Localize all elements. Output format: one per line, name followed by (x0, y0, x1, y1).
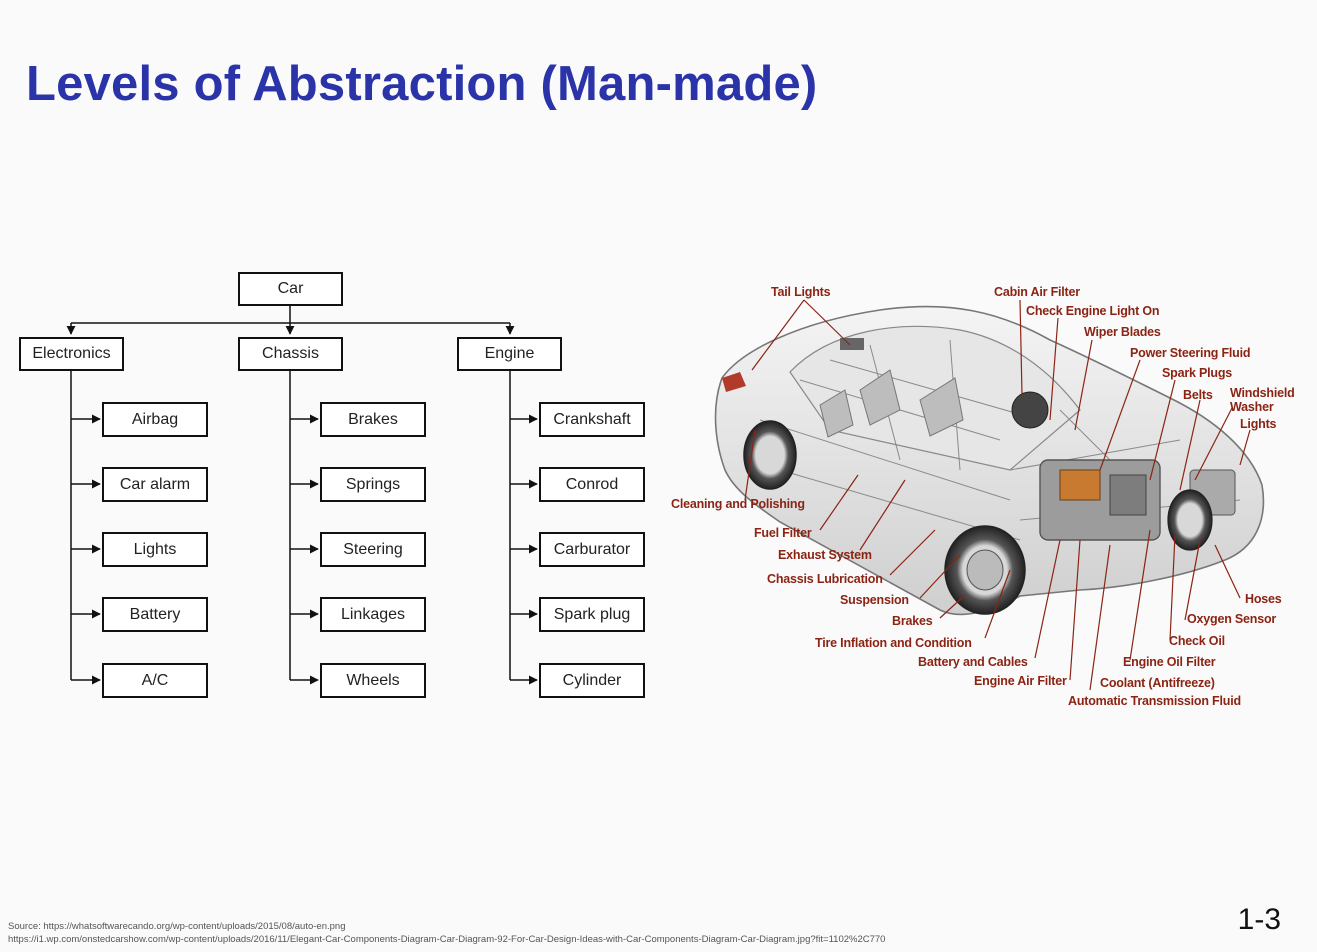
node-battery: Battery (102, 597, 208, 632)
car-label-battery-cables: Battery and Cables (918, 655, 1028, 669)
car-label-chassis-lubrication: Chassis Lubrication (767, 572, 883, 586)
car-label-engine-oil-filter: Engine Oil Filter (1123, 655, 1216, 669)
car-label-tail-lights: Tail Lights (771, 285, 831, 299)
car-label-wiper-blades: Wiper Blades (1084, 325, 1161, 339)
node-steering: Steering (320, 532, 426, 567)
car-label-check-oil: Check Oil (1169, 634, 1225, 648)
node-electronics: Electronics (19, 337, 124, 371)
car-label-exhaust-system: Exhaust System (778, 548, 872, 562)
car-label-check-engine-light: Check Engine Light On (1026, 304, 1160, 318)
car-label-washer: Washer (1230, 400, 1274, 414)
node-springs: Springs (320, 467, 426, 502)
car-label-lights: Lights (1240, 417, 1277, 431)
car-label-transmission-fluid: Automatic Transmission Fluid (1068, 694, 1241, 708)
car-label-belts: Belts (1183, 388, 1213, 402)
car-label-oxygen-sensor: Oxygen Sensor (1187, 612, 1277, 626)
page-number: 1-3 (1237, 903, 1281, 936)
slide-title: Levels of Abstraction (Man-made) (26, 57, 818, 111)
node-brakes: Brakes (320, 402, 426, 437)
node-cylinder: Cylinder (539, 663, 645, 698)
source-citation-2: https://i1.wp.com/onstedcarshow.com/wp-c… (8, 934, 886, 945)
node-carburator: Carburator (539, 532, 645, 567)
node-lights: Lights (102, 532, 208, 567)
car-label-cabin-air-filter: Cabin Air Filter (994, 285, 1080, 299)
node-ac: A/C (102, 663, 208, 698)
node-engine: Engine (457, 337, 562, 371)
car-label-spark-plugs: Spark Plugs (1162, 366, 1233, 380)
node-chassis: Chassis (238, 337, 343, 371)
car-label-engine-air-filter: Engine Air Filter (974, 674, 1067, 688)
node-spark-plug: Spark plug (539, 597, 645, 632)
car-label-power-steering-fluid: Power Steering Fluid (1130, 346, 1251, 360)
car-label-hoses: Hoses (1245, 592, 1282, 606)
node-linkages: Linkages (320, 597, 426, 632)
tree-connectors (66, 305, 538, 685)
node-wheels: Wheels (320, 663, 426, 698)
car-label-windshield: Windshield (1230, 386, 1295, 400)
source-citation: Source: https://whatsoftwarecando.org/wp… (8, 921, 346, 932)
car-label-fuel-filter: Fuel Filter (754, 526, 812, 540)
node-car: Car (238, 272, 343, 306)
car-label-suspension: Suspension (840, 593, 909, 607)
car-label-cleaning-polishing: Cleaning and Polishing (671, 497, 805, 511)
car-label-brakes: Brakes (892, 614, 933, 628)
car-label-coolant: Coolant (Antifreeze) (1100, 676, 1215, 690)
car-label-tire-inflation: Tire Inflation and Condition (815, 636, 972, 650)
node-car-alarm: Car alarm (102, 467, 208, 502)
node-crankshaft: Crankshaft (539, 402, 645, 437)
node-airbag: Airbag (102, 402, 208, 437)
node-conrod: Conrod (539, 467, 645, 502)
